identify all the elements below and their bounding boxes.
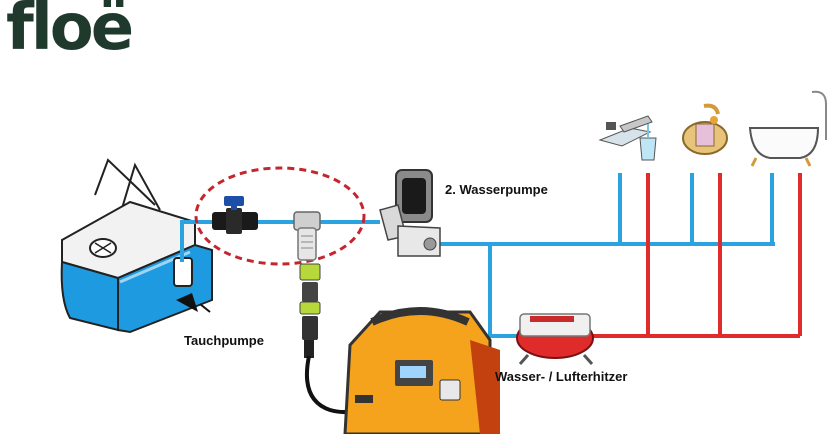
ball-valve-icon	[212, 196, 258, 234]
floe-logo: floë	[6, 0, 134, 65]
hose-connector-icon	[299, 263, 321, 358]
kitchen-faucet-icon	[598, 115, 657, 161]
tee-connector-icon	[293, 211, 321, 261]
wash-basin-icon	[682, 103, 728, 155]
submersible-pump-label: Tauchpumpe	[184, 333, 264, 348]
water-pump-icon	[379, 169, 441, 257]
bathtub-icon	[748, 90, 827, 167]
jump-starter-icon	[343, 307, 500, 434]
highlight-circle	[194, 166, 366, 266]
submersible-pump-icon	[173, 257, 211, 313]
pump2-label: 2. Wasserpumpe	[445, 182, 548, 197]
hot-water-pipes	[590, 173, 802, 338]
heater-label: Wasser- / Lufterhitzer	[495, 369, 628, 384]
cold-water-pipes	[180, 173, 775, 338]
water-heater-icon	[516, 313, 594, 365]
